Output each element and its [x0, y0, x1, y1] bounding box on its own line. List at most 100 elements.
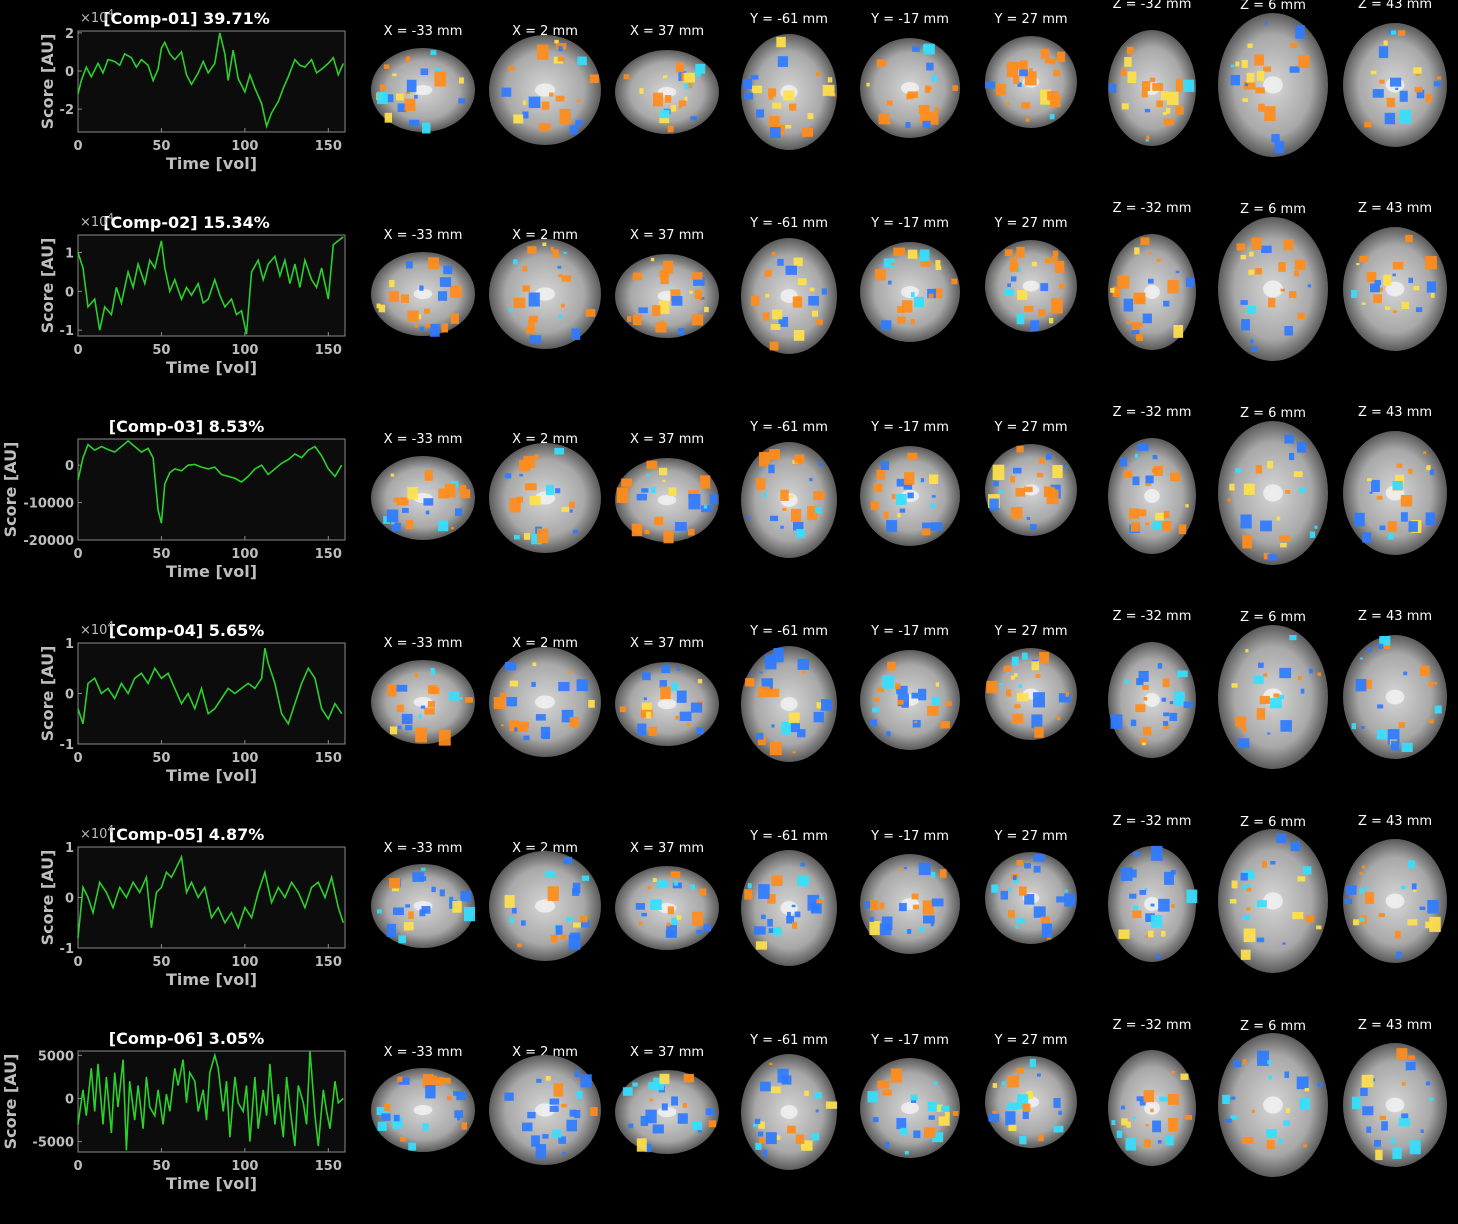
- slice-label: Z = 43 mm: [1357, 609, 1433, 624]
- x-tick-label: 0: [73, 955, 82, 970]
- brain-slice-image: [1108, 438, 1196, 554]
- brain-slice-image: [1343, 635, 1447, 759]
- slice-label: Y = -17 mm: [871, 829, 949, 844]
- brain-slice-panel: [371, 1033, 1447, 1177]
- brain-slice-image: [615, 1070, 719, 1154]
- exponent-label: ×104: [80, 8, 114, 26]
- slice-label: Z = -32 mm: [1112, 1018, 1192, 1033]
- plot-area: [77, 30, 346, 133]
- y-tick-label: 1: [65, 841, 74, 856]
- slice-label: Y = -17 mm: [871, 420, 949, 435]
- slice-label: Y = -61 mm: [750, 12, 828, 27]
- brain-slice-image: [371, 660, 475, 746]
- x-tick-label: 0: [73, 139, 82, 154]
- slice-label: Z = -32 mm: [1112, 609, 1192, 624]
- y-tick-label: 2: [65, 27, 74, 42]
- slice-label: Y = -61 mm: [750, 420, 828, 435]
- brain-slice-image: [1108, 845, 1198, 962]
- plot-area: [77, 642, 346, 745]
- y-tick-label: 0: [65, 285, 74, 300]
- x-tick-label: 0: [73, 751, 82, 766]
- y-tick-label: -1: [60, 942, 74, 957]
- y-tick-label: -1: [60, 738, 74, 753]
- slice-label: Y = -61 mm: [750, 216, 828, 231]
- brain-slice-image: [1218, 13, 1328, 157]
- y-tick-label: 0: [65, 892, 74, 907]
- brain-slice-image: [741, 442, 837, 558]
- plot-title: [Comp-05] 4.87%: [109, 825, 264, 844]
- brain-slice-image: [741, 646, 837, 762]
- brain-slice-image: [489, 1055, 601, 1165]
- slice-label: Y = 27 mm: [994, 1033, 1068, 1048]
- brain-slice-image: [1343, 23, 1447, 147]
- brain-slice-image: [741, 1054, 838, 1170]
- x-tick-label: 150: [315, 343, 342, 358]
- x-axis-label: Time [vol]: [166, 970, 257, 989]
- brain-slice-image: [489, 35, 601, 145]
- slice-label: X = -33 mm: [383, 24, 463, 39]
- x-tick-label: 150: [315, 1159, 342, 1174]
- slice-label: Z = 6 mm: [1240, 0, 1306, 13]
- timecourse-line: [77, 647, 343, 726]
- slice-label: Z = 6 mm: [1240, 202, 1306, 217]
- y-tick-label: 1: [65, 246, 74, 261]
- slice-label: Z = 43 mm: [1357, 201, 1433, 216]
- y-tick-label: 0: [65, 65, 74, 80]
- brain-slice-panel: [371, 829, 1447, 973]
- y-axis-label: Score [AU]: [1, 1054, 20, 1150]
- x-tick-label: 150: [315, 139, 342, 154]
- x-tick-label: 0: [73, 343, 82, 358]
- slice-label: X = 37 mm: [629, 636, 705, 651]
- brain-slice-image: [371, 252, 475, 337]
- brain-slice-image: [1343, 839, 1447, 963]
- brain-slice-image: [1218, 217, 1328, 361]
- slice-label: Z = 6 mm: [1240, 610, 1306, 625]
- x-tick-label: 100: [231, 343, 258, 358]
- x-tick-label: 150: [315, 547, 342, 562]
- brain-slice-image: [860, 38, 960, 138]
- slice-label: Z = -32 mm: [1112, 405, 1192, 420]
- brain-slice-image: [615, 458, 719, 544]
- x-tick-label: 150: [315, 955, 342, 970]
- y-tick-label: -10000: [23, 497, 74, 512]
- slice-label: X = 2 mm: [512, 432, 578, 447]
- slice-label: Y = 27 mm: [994, 624, 1068, 639]
- exponent-label: ×104: [80, 212, 114, 230]
- y-tick-label: -2: [60, 103, 74, 118]
- x-tick-label: 100: [231, 1159, 258, 1174]
- y-tick-label: 1: [65, 637, 74, 652]
- x-axis-label: Time [vol]: [166, 562, 257, 581]
- x-tick-label: 50: [152, 1159, 170, 1174]
- timecourse-line: [77, 439, 343, 524]
- brain-slice-image: [1343, 227, 1447, 351]
- y-tick-label: 5000: [38, 1049, 74, 1064]
- slice-label: X = 2 mm: [512, 636, 578, 651]
- plot-title: [Comp-06] 3.05%: [109, 1029, 264, 1048]
- slice-label: X = 37 mm: [629, 1045, 705, 1060]
- timecourse-line: [77, 32, 345, 130]
- slice-label: Y = 27 mm: [994, 216, 1068, 231]
- slice-label: X = 2 mm: [512, 228, 578, 243]
- slice-label: X = -33 mm: [383, 636, 463, 651]
- brain-slice-image: [1343, 431, 1447, 555]
- brain-slice-image: [741, 850, 837, 966]
- brain-slice-image: [489, 443, 601, 553]
- brain-slice-panel: [371, 625, 1447, 769]
- x-axis-label: Time [vol]: [166, 1174, 257, 1193]
- brain-slice-image: [371, 456, 475, 540]
- slice-label: X = -33 mm: [383, 841, 463, 856]
- slice-label: X = 37 mm: [629, 228, 705, 243]
- y-axis-label: Score [AU]: [38, 646, 57, 742]
- x-tick-label: 100: [231, 751, 258, 766]
- x-tick-label: 50: [152, 139, 170, 154]
- y-tick-label: 0: [65, 1092, 74, 1107]
- brain-slice-image: [1218, 625, 1328, 769]
